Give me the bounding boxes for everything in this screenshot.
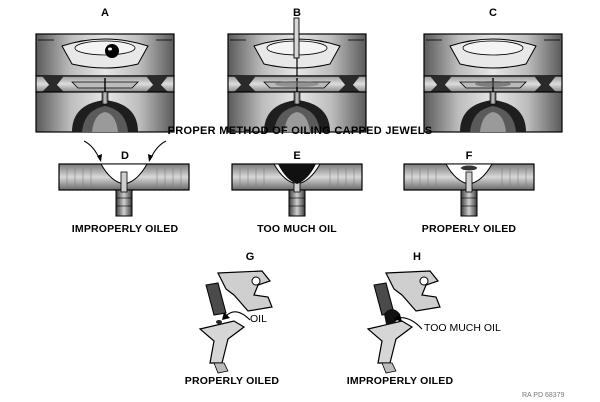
fig-g-note: OIL: [250, 313, 267, 325]
fig-f-caption: PROPERLY OILED: [421, 223, 517, 235]
fig-g-art: [199, 270, 273, 374]
fig-b-letter: B: [293, 7, 301, 19]
fig-e-art: [231, 163, 363, 217]
fig-f-letter: F: [465, 150, 473, 162]
footer-mark: RA PD 68379: [522, 392, 565, 399]
fig-d-letter: D: [121, 150, 129, 162]
fig-a-art: [35, 33, 175, 133]
fig-g-caption: PROPERLY OILED: [184, 375, 280, 387]
fig-a-letter: A: [101, 7, 109, 19]
fig-c-letter: C: [489, 7, 497, 19]
fig-h-art: [367, 270, 441, 374]
fig-c-art: [423, 33, 563, 133]
fig-h-note: TOO MUCH OIL: [424, 322, 501, 334]
fig-g-letter: G: [245, 251, 255, 263]
fig-e-caption: TOO MUCH OIL: [257, 223, 337, 235]
fig-h-caption: IMPROPERLY OILED: [346, 375, 454, 387]
fig-d-caption: IMPROPERLY OILED: [71, 223, 179, 235]
diagram-title: PROPER METHOD OF OILING CAPPED JEWELS: [167, 125, 433, 137]
fig-f-art: [403, 163, 535, 217]
fig-b-art: [227, 17, 367, 133]
fig-h-letter: H: [413, 251, 421, 263]
fig-d-art: [58, 140, 190, 217]
fig-e-letter: E: [293, 150, 301, 162]
